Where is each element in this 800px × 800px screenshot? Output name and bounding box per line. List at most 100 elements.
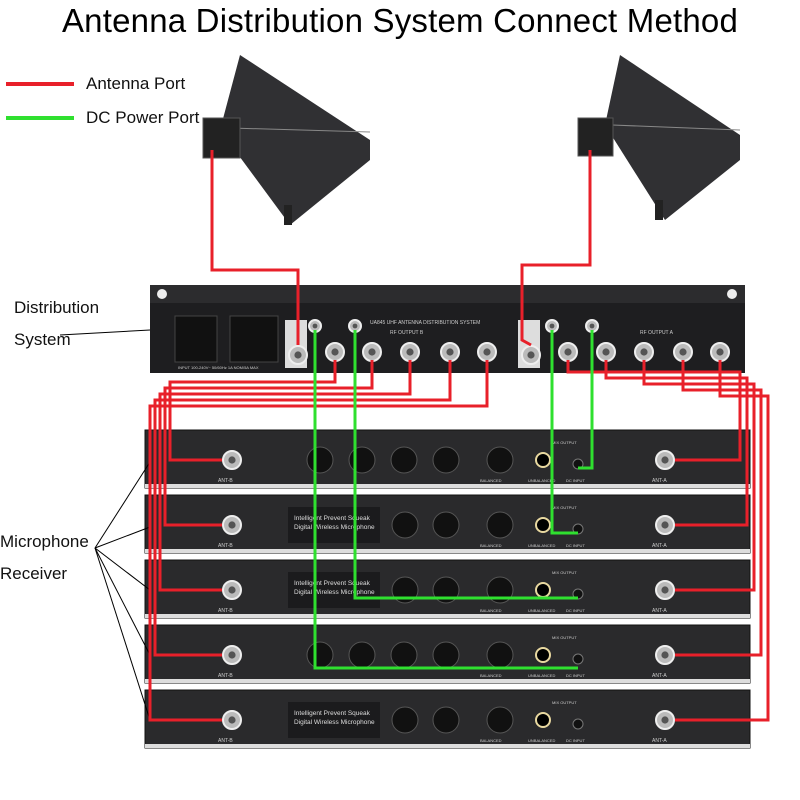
brand-panel [288, 507, 380, 543]
legend-label: Antenna Port [86, 74, 186, 93]
rf-cable-a [642, 360, 756, 592]
dc-input-label: DC INPUT [566, 738, 585, 743]
dc-input-label: DC INPUT [566, 543, 585, 548]
brand-line: Intelligent Prevent Squeak [294, 710, 371, 717]
rf-cable-a [675, 360, 770, 722]
brand-line: Digital Wireless Microphone [294, 524, 375, 531]
mix-output-label: MIX OUTPUT [552, 635, 577, 640]
receiver-edge [145, 679, 750, 683]
receiver-edge [145, 744, 750, 748]
xlr-port [348, 641, 376, 669]
dc-input-label: DC INPUT [566, 608, 585, 613]
xlr-port [390, 446, 418, 474]
ant-a-label: ANT-A [652, 738, 667, 744]
ant-b-port-center [228, 456, 236, 464]
xlr-port [432, 706, 460, 734]
dc-cable [550, 330, 578, 535]
distribution-system-label: Distribution System [14, 292, 99, 356]
antenna-left [202, 55, 371, 225]
ant-b-port-center [228, 716, 236, 724]
rf-output-a-label: RF OUTPUT A [640, 330, 674, 336]
ant-a-port-center [661, 716, 669, 724]
antenna-cable [210, 150, 300, 345]
rf-output-a-port-center [564, 348, 572, 356]
brand-line: Intelligent Prevent Squeak [294, 515, 371, 522]
label-line: System [14, 330, 71, 349]
unbalanced-label: UNBALANCED [528, 738, 555, 743]
legend-antenna-port: Antenna Port [6, 74, 185, 94]
ant-a-port-center [661, 521, 669, 529]
xlr-port [391, 511, 419, 539]
rf-output-b-port-center [331, 348, 339, 356]
mix-output-label: MIX OUTPUT [552, 700, 577, 705]
antenna-right [577, 55, 741, 220]
xlr-port [432, 641, 460, 669]
unbalanced-label: UNBALANCED [528, 543, 555, 548]
xlr-port [306, 641, 334, 669]
ant-b-port-center [228, 651, 236, 659]
xlr-port [390, 641, 418, 669]
unbalanced-jack [535, 517, 551, 533]
unbalanced-jack [535, 712, 551, 728]
xlr-port [432, 446, 460, 474]
rf-cable-a [604, 360, 749, 527]
dc-input-label: DC INPUT [566, 478, 585, 483]
antenna-cable [520, 150, 592, 347]
xlr-port [486, 446, 514, 474]
green-line-swatch [6, 116, 74, 120]
legend-dc-power-port: DC Power Port [6, 108, 199, 128]
rf-cable-b [153, 360, 452, 657]
unbalanced-label: UNBALANCED [528, 478, 555, 483]
unbalanced-label: UNBALANCED [528, 673, 555, 678]
xlr-port [486, 641, 514, 669]
label-line: Microphone [0, 532, 89, 551]
dc-cable [313, 330, 578, 670]
antenna-input-a-port-center [527, 351, 535, 359]
ant-b-label: ANT-B [218, 608, 233, 614]
dc-input-jack [572, 653, 584, 665]
rf-output-a-port-center [679, 348, 687, 356]
unbalanced-jack [535, 647, 551, 663]
dc-out-port-center [589, 323, 595, 329]
ant-a-port-center [661, 456, 669, 464]
mix-output-label: MIX OUTPUT [552, 570, 577, 575]
brand-line: Digital Wireless Microphone [294, 589, 375, 596]
pointer-line [94, 461, 151, 549]
label-line: Distribution [14, 298, 100, 317]
pointer-line [94, 547, 151, 591]
legend-label: DC Power Port [86, 108, 200, 127]
rf-output-b-label: RF OUTPUT B [390, 330, 424, 336]
xlr-port [486, 511, 514, 539]
rf-output-a-port-center [716, 348, 724, 356]
ant-b-label: ANT-B [218, 543, 233, 549]
mix-output-label: MIX OUTPUT [552, 440, 577, 445]
dc-input-label: DC INPUT [566, 673, 585, 678]
balanced-label: BALANCED [480, 478, 502, 483]
unbalanced-jack [535, 452, 551, 468]
xlr-port [432, 511, 460, 539]
balanced-label: BALANCED [480, 543, 502, 548]
dc-out-port-center [549, 323, 555, 329]
rf-cable-b [168, 360, 337, 462]
dc-out-port-center [312, 323, 318, 329]
rf-cable-a [566, 360, 742, 462]
pointer-line [94, 547, 151, 656]
rf-output-a-port-center [640, 348, 648, 356]
rf-cable-a [675, 360, 763, 657]
pointer-line [94, 547, 151, 721]
label-line: Receiver [0, 564, 68, 583]
pointer-line [94, 526, 151, 549]
receiver-edge [145, 484, 750, 488]
dc-input-jack [572, 718, 584, 730]
rf-output-b-port-center [368, 348, 376, 356]
ant-b-port-center [228, 521, 236, 529]
pointer-line [59, 329, 151, 336]
antenna-input-b-port-center [294, 351, 302, 359]
ant-b-label: ANT-B [218, 478, 233, 484]
receiver-edge [145, 549, 750, 553]
